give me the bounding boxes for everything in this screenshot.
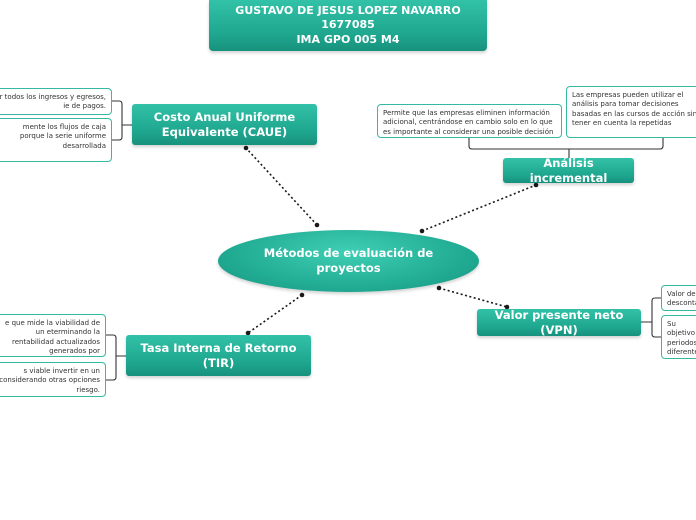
connector-vpn (436, 285, 510, 310)
note-vpn-2[interactable]: Su objetivo periodos diferentes conviene (661, 315, 696, 359)
note-text: mente los flujos de caja porque la serie… (19, 123, 106, 150)
bracket-analisis-incremental (468, 138, 664, 158)
central-node[interactable]: Métodos de evaluación de proyectos (218, 230, 479, 292)
bracket-vpn (641, 297, 661, 338)
topic-node-tir[interactable]: Tasa Interna de Retorno (TIR) (126, 335, 311, 376)
title-line-2: IMA GPO 005 M4 (296, 32, 400, 46)
topic-label-vpn: Valor presente neto (VPN) (494, 307, 624, 337)
bracket-caue (112, 100, 132, 141)
title-text: GUSTAVO DE JESUS LOPEZ NAVARRO 1677085 I… (215, 4, 481, 47)
connector-caue (243, 145, 320, 228)
bracket-tir (106, 334, 126, 381)
topic-label-caue: Costo Anual Uniforme Equivalente (CAUE) (153, 109, 296, 139)
topic-label-tir: Tasa Interna de Retorno (TIR) (140, 340, 297, 370)
note-caue-1[interactable]: r todos los ingresos y egresos, ie de pa… (0, 88, 112, 115)
note-text: Permite que las empresas eliminen inform… (383, 109, 554, 136)
note-text: Las empresas pueden utilizar el análisis… (572, 91, 696, 128)
note-caue-2[interactable]: mente los flujos de caja porque la serie… (0, 118, 112, 162)
note-text: e que mide la viabilidad de un eterminan… (5, 319, 100, 356)
note-text: Su objetivo periodos diferentes conviene (667, 320, 696, 358)
connector-tir (245, 292, 305, 336)
note-analisis-incremental-2[interactable]: Las empresas pueden utilizar el análisis… (566, 86, 696, 138)
topic-node-caue[interactable]: Costo Anual Uniforme Equivalente (CAUE) (132, 104, 317, 145)
title-node[interactable]: GUSTAVO DE JESUS LOPEZ NAVARRO 1677085 I… (209, 0, 487, 51)
connector-analisis-incremental (419, 182, 539, 234)
note-tir-2[interactable]: s viable invertir en un considerando otr… (0, 362, 106, 397)
note-text: s viable invertir en un considerando otr… (0, 367, 100, 394)
note-analisis-incremental-1[interactable]: Permite que las empresas eliminen inform… (377, 104, 562, 138)
title-line-1: GUSTAVO DE JESUS LOPEZ NAVARRO 1677085 (235, 4, 461, 32)
note-text: Valor de descontar (667, 290, 696, 308)
central-label: Métodos de evaluación de proyectos (263, 246, 434, 275)
topic-label-analisis-incremental: Análisis incremental (529, 155, 608, 185)
topic-node-vpn[interactable]: Valor presente neto (VPN) (477, 307, 641, 337)
note-text: r todos los ingresos y egresos, ie de pa… (0, 93, 106, 111)
note-vpn-1[interactable]: Valor de descontar (661, 285, 696, 311)
note-tir-1[interactable]: e que mide la viabilidad de un eterminan… (0, 314, 106, 357)
topic-node-analisis-incremental[interactable]: Análisis incremental (503, 155, 634, 185)
